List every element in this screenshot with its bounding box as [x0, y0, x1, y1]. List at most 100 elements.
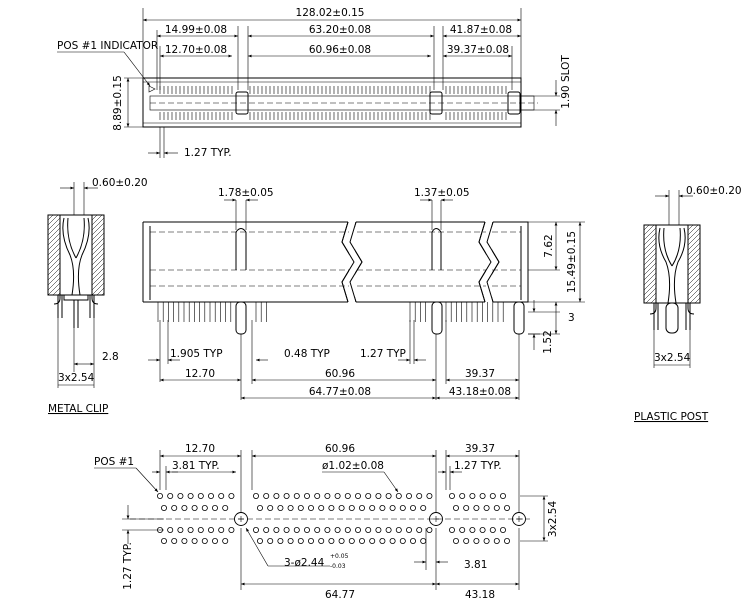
- footprint-pin-hole: [389, 538, 396, 545]
- footprint-pin-hole: [277, 504, 284, 511]
- hatch-line: [643, 247, 657, 261]
- footprint-pin-hole: [459, 492, 466, 499]
- footprint-pin-hole: [256, 504, 263, 511]
- footprint-pin-hole: [307, 538, 314, 545]
- top-view: 128.02±0.15 14.99±0.08 63.20±0.08 41.87±…: [57, 7, 572, 159]
- overall-length-label: 128.02±0.15: [296, 7, 365, 19]
- hatch-line: [91, 262, 105, 276]
- fp-post-holes-tol-minus: -0.03: [330, 563, 346, 570]
- footprint-pin-hole: [354, 492, 361, 499]
- hatch-line: [52, 287, 61, 296]
- hatch-line: [47, 214, 59, 226]
- footprint-pin-hole: [369, 538, 376, 545]
- fp-row-127: 1.27 TYP.: [122, 542, 134, 590]
- span-6096-label: 60.96: [325, 368, 355, 380]
- footprint-pin-hole: [399, 504, 406, 511]
- footprint-pin-hole: [452, 504, 459, 511]
- footprint-pin-hole: [181, 504, 188, 511]
- footprint-pin-hole: [459, 527, 466, 534]
- dim-15-49: 15.49±0.15: [566, 231, 578, 293]
- hatch-line: [689, 292, 701, 304]
- hatch-line: [47, 247, 61, 261]
- footprint-pin-hole: [469, 492, 476, 499]
- footprint-pin-hole: [409, 538, 416, 545]
- pitch-1905-label: 1.905 TYP: [170, 348, 223, 360]
- hatch-line: [643, 262, 657, 276]
- key-right-label: 1.37±0.05: [414, 187, 470, 199]
- footprint-pin-hole: [416, 527, 423, 534]
- footprint-pin-hole: [463, 538, 470, 545]
- footprint-pin-hole: [263, 527, 270, 534]
- footprint-pin-hole: [156, 492, 163, 499]
- hatch-line: [91, 237, 105, 251]
- footprint-pin-hole: [334, 527, 341, 534]
- footprint-pin-hole: [369, 504, 376, 511]
- dim-3: 3: [568, 312, 575, 324]
- footprint-pin-hole: [160, 504, 167, 511]
- footprint-pin-hole: [303, 492, 310, 499]
- footprint-pin-hole: [256, 538, 263, 545]
- hatch-line: [91, 227, 105, 241]
- fp-post-holes: 3-ø2.44: [284, 557, 325, 569]
- hatch-line: [47, 222, 61, 236]
- hatch-line: [643, 227, 657, 241]
- footprint-pin-hole: [181, 538, 188, 545]
- footprint-pin-hole: [287, 538, 294, 545]
- hatch-line: [694, 297, 701, 304]
- footprint-pin-hole: [473, 538, 480, 545]
- left-section-label: 14.99±0.08: [165, 24, 227, 36]
- footprint-pin-hole: [187, 492, 194, 499]
- footprint-pin-hole: [283, 492, 290, 499]
- fp-dim-381: 3.81: [464, 559, 487, 571]
- footprint-pin-hole: [489, 492, 496, 499]
- footprint-pin-hole: [448, 527, 455, 534]
- footprint-pin-hole: [252, 492, 259, 499]
- hatch-line: [47, 262, 61, 276]
- footprint-pin-hole: [479, 527, 486, 534]
- footprint-pin-hole: [191, 538, 198, 545]
- hatch-line: [687, 282, 701, 296]
- hatch-line: [643, 224, 655, 236]
- hatch-line: [687, 277, 701, 291]
- footprint-pin-hole: [334, 492, 341, 499]
- footprint-pin-hole: [493, 504, 500, 511]
- plastic-post-width-label: 0.60±0.20: [686, 185, 742, 197]
- pitch-label: 1.27 TYP.: [184, 147, 232, 159]
- hatch-line: [687, 224, 699, 236]
- fp-post-holes-tol-plus: +0.05: [330, 553, 349, 560]
- footprint-pin-hole: [503, 504, 510, 511]
- footprint-pin-hole: [499, 527, 506, 534]
- dim-7-62: 7.62: [543, 234, 555, 257]
- footprint-pin-hole: [409, 504, 416, 511]
- footprint-pin-hole: [273, 527, 280, 534]
- footprint-pin-hole: [448, 492, 455, 499]
- hatch-line: [91, 272, 105, 286]
- footprint-pin-hole: [338, 538, 345, 545]
- hatch-line: [687, 237, 701, 251]
- footprint-pin-hole: [267, 504, 274, 511]
- hatch-line: [47, 272, 61, 286]
- footprint-pin-hole: [420, 504, 427, 511]
- hatch-line: [91, 247, 105, 261]
- hatch-line: [91, 267, 105, 281]
- hatch-line: [687, 224, 694, 231]
- footprint-pin-hole: [328, 538, 335, 545]
- plastic-post-view: 0.60±0.20 3x2.54 PLASTIC POST: [634, 185, 742, 423]
- footprint-pin-hole: [318, 538, 325, 545]
- hatch-line: [91, 252, 105, 266]
- footprint-pin-hole: [324, 492, 331, 499]
- hatch-line: [91, 214, 103, 226]
- left-pitch-span-label: 12.70±0.08: [165, 44, 227, 56]
- footprint-pin-hole: [293, 527, 300, 534]
- footprint-pin-hole: [358, 538, 365, 545]
- fp-span-6477: 64.77: [325, 589, 355, 601]
- footprint-pin-hole: [365, 492, 372, 499]
- footprint-pin-hole: [177, 492, 184, 499]
- footprint-pin-hole: [479, 492, 486, 499]
- hatch-line: [687, 242, 701, 256]
- footprint-pin-hole: [303, 527, 310, 534]
- fp-row-pitch: 3x2.54: [547, 501, 559, 538]
- footprint-pin-hole: [267, 538, 274, 545]
- hatch-line: [643, 277, 657, 291]
